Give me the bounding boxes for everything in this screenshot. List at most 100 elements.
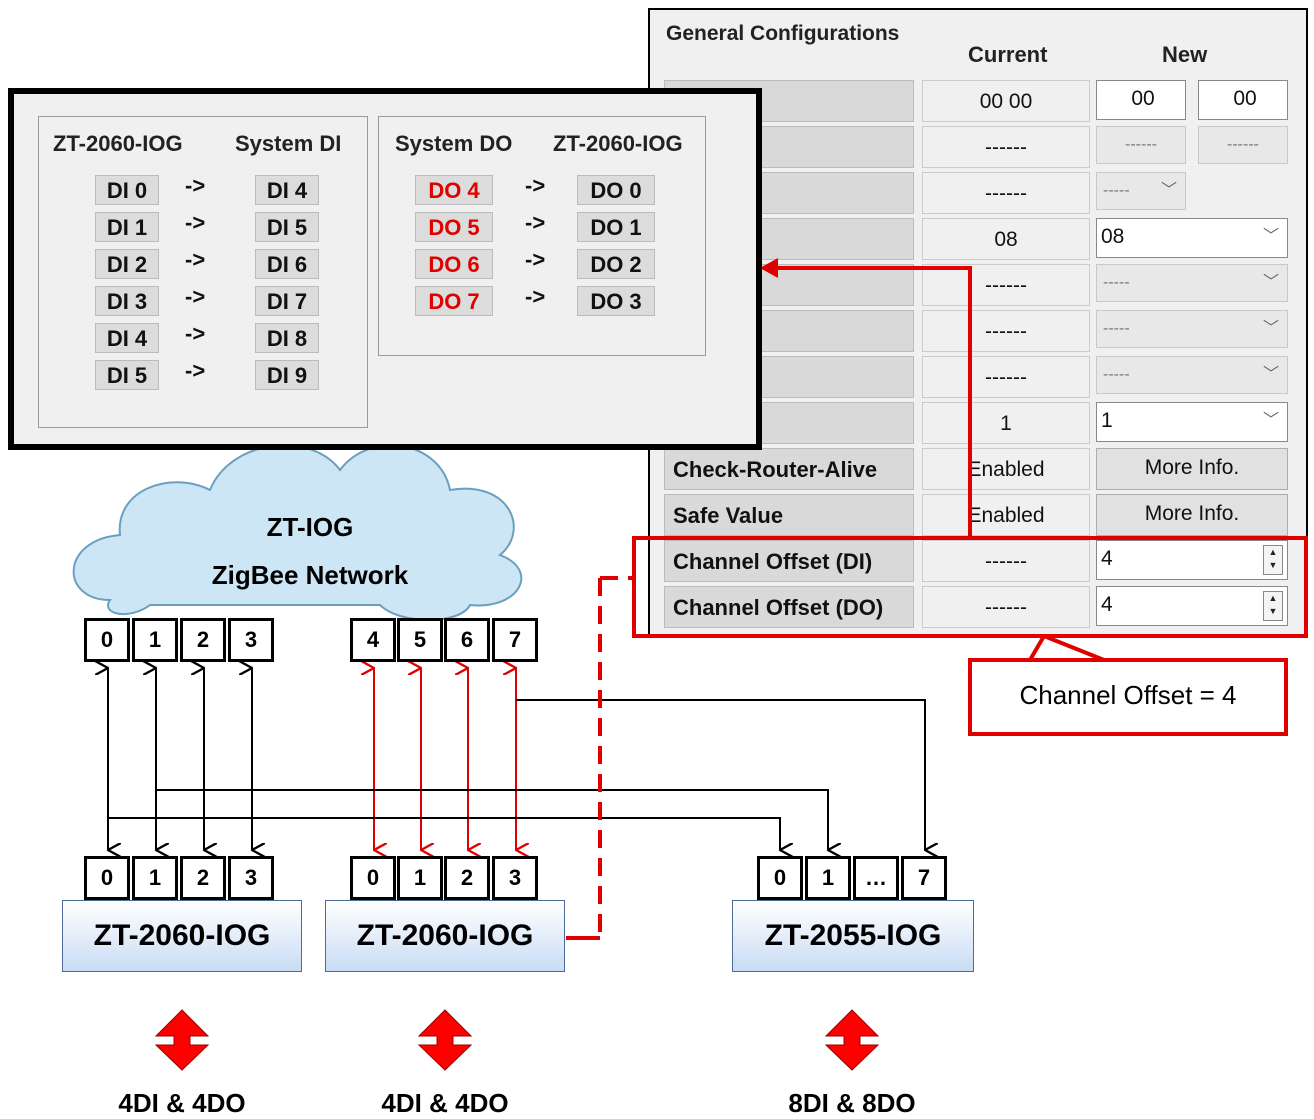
top-port: 3: [228, 618, 274, 662]
do-source: DO 6: [415, 249, 493, 279]
di-target: DI 8: [255, 323, 319, 353]
cloud-subtitle: ZigBee Network: [211, 560, 409, 590]
more-info-button[interactable]: More Info.: [1096, 494, 1288, 536]
channel-mapping-panel: ZT-2060-IOG System DI DI 0 -> DI 4 DI 1 …: [8, 88, 762, 450]
select-value: -----: [1103, 182, 1130, 199]
top-port: 6: [444, 618, 490, 662]
new-select-disabled: ----- ﹀: [1096, 172, 1186, 210]
row-current: ------: [922, 264, 1090, 306]
di-target: DI 6: [255, 249, 319, 279]
map-arrow: ->: [185, 321, 206, 346]
map-arrow: ->: [525, 173, 546, 198]
row-current: 08: [922, 218, 1090, 260]
new-select-disabled: ----- ﹀: [1096, 310, 1288, 348]
select-value: 08: [1101, 225, 1125, 248]
do-col1-header: System DO: [395, 131, 513, 156]
spin-arrows-icon[interactable]: ▲▼: [1263, 591, 1283, 621]
do-source: DO 7: [415, 286, 493, 316]
new-disabled-1: ------: [1096, 126, 1186, 164]
spin-arrows-icon[interactable]: ▲▼: [1263, 545, 1283, 575]
row-current: 1: [922, 402, 1090, 444]
cloud-title: ZT-IOG: [266, 512, 354, 542]
new-select-disabled: ----- ﹀: [1096, 264, 1288, 302]
di-col2-header: System DI: [235, 131, 342, 156]
row-label: Channel Offset (DI): [664, 540, 914, 582]
col-new-header: New: [1162, 42, 1208, 67]
top-port: 5: [397, 618, 443, 662]
top-port: 2: [180, 618, 226, 662]
do-target: DO 1: [577, 212, 655, 242]
do-mapping-group: System DO ZT-2060-IOG DO 4 -> DO 0 DO 5 …: [378, 116, 706, 356]
new-select[interactable]: 08 ﹀: [1096, 218, 1288, 258]
spin-value: 4: [1101, 547, 1113, 570]
row-current: ------: [922, 310, 1090, 352]
do-col2-header: ZT-2060-IOG: [553, 131, 683, 156]
device-port: 7: [901, 856, 947, 900]
row-current: Enabled: [922, 494, 1090, 536]
top-port: 4: [350, 618, 396, 662]
select-value: -----: [1103, 274, 1130, 291]
new-select-disabled: ----- ﹀: [1096, 356, 1288, 394]
chevron-down-icon: ﹀: [1160, 182, 1177, 199]
chevron-down-icon: ﹀: [1262, 228, 1279, 245]
channel-offset-di-input[interactable]: 4 ▲▼: [1096, 540, 1288, 580]
map-arrow: ->: [525, 210, 546, 235]
callout-text: Channel Offset = 4: [1019, 680, 1237, 710]
device-port: 0: [350, 856, 396, 900]
map-arrow: ->: [525, 247, 546, 272]
do-target: DO 0: [577, 175, 655, 205]
do-source: DO 5: [415, 212, 493, 242]
new-input-2[interactable]: 00: [1198, 80, 1288, 120]
new-input-1[interactable]: 00: [1096, 80, 1186, 120]
do-target: DO 2: [577, 249, 655, 279]
di-target: DI 7: [255, 286, 319, 316]
row-label: Channel Offset (DO): [664, 586, 914, 628]
row-current: 00 00: [922, 80, 1090, 122]
device-port: …: [853, 856, 899, 900]
more-info-button[interactable]: More Info.: [1096, 448, 1288, 490]
select-value: -----: [1103, 320, 1130, 337]
map-arrow: ->: [185, 284, 206, 309]
chevron-down-icon: ﹀: [1262, 274, 1279, 291]
row-current: ------: [922, 356, 1090, 398]
io-label: 4DI & 4DO: [381, 1088, 509, 1118]
do-target: DO 3: [577, 286, 655, 316]
device-port: 0: [84, 856, 130, 900]
row-label: Check-Router-Alive: [664, 448, 914, 490]
device-port: 3: [492, 856, 538, 900]
di-mapping-group: ZT-2060-IOG System DI DI 0 -> DI 4 DI 1 …: [38, 116, 368, 428]
di-source: DI 2: [95, 249, 159, 279]
row-current: ------: [922, 586, 1090, 628]
io-arrow-3: [824, 1009, 880, 1071]
device-port: 2: [444, 856, 490, 900]
device-port: 1: [805, 856, 851, 900]
map-arrow: ->: [185, 247, 206, 272]
top-port: 7: [492, 618, 538, 662]
top-port: 1: [132, 618, 178, 662]
row-current: ------: [922, 126, 1090, 168]
chevron-down-icon: ﹀: [1262, 412, 1279, 429]
device-box: ZT-2060-IOG: [325, 900, 565, 972]
new-select[interactable]: 1﹀: [1096, 402, 1288, 442]
chevron-down-icon: ﹀: [1262, 320, 1279, 337]
di-source: DI 3: [95, 286, 159, 316]
device-port: 1: [397, 856, 443, 900]
map-arrow: ->: [185, 173, 206, 198]
map-arrow: ->: [525, 284, 546, 309]
io-arrow-2: [417, 1009, 473, 1071]
device-box: ZT-2060-IOG: [62, 900, 302, 972]
di-source: DI 0: [95, 175, 159, 205]
map-arrow: ->: [185, 358, 206, 383]
map-arrow: ->: [185, 210, 206, 235]
di-source: DI 4: [95, 323, 159, 353]
io-label: 4DI & 4DO: [118, 1088, 246, 1118]
do-source: DO 4: [415, 175, 493, 205]
row-current: ------: [922, 540, 1090, 582]
chevron-down-icon: ﹀: [1262, 366, 1279, 383]
channel-offset-do-input[interactable]: 4▲▼: [1096, 586, 1288, 626]
top-port: 0: [84, 618, 130, 662]
device-port: 3: [228, 856, 274, 900]
select-value: -----: [1103, 366, 1130, 383]
